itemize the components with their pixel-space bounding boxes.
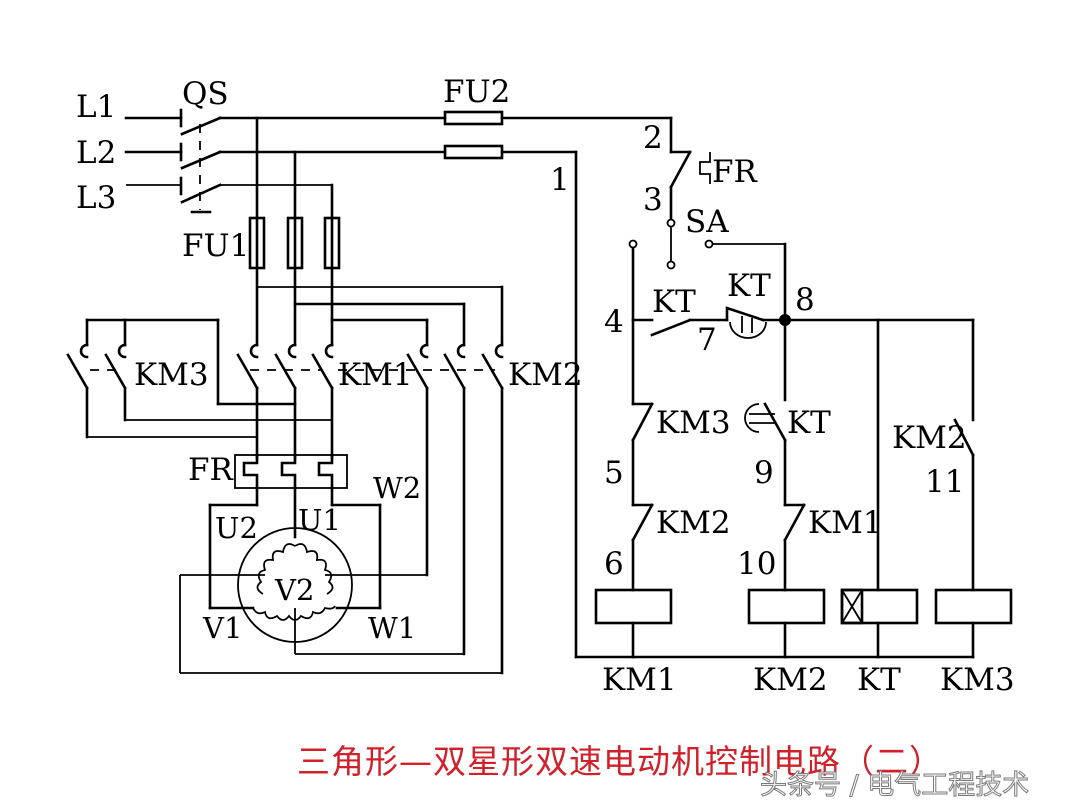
fr-thermal-relay: FR <box>188 452 348 490</box>
label-kt-delay-nc: KT <box>787 405 831 441</box>
fu1-fuses: FU1 <box>182 116 341 347</box>
label-v2: V2 <box>274 573 314 607</box>
node-9: 9 <box>754 455 774 491</box>
label-fu2: FU2 <box>443 74 510 110</box>
label-km3-power: KM3 <box>134 357 209 393</box>
km2-feed-wires <box>257 285 504 347</box>
label-km1-power: KM1 <box>338 357 413 393</box>
label-l1: L1 <box>76 89 116 125</box>
return-line-node-1: 1 <box>550 150 975 659</box>
label-sa: SA <box>685 204 729 240</box>
coil-label-km3: KM3 <box>940 662 1015 698</box>
node-7: 7 <box>697 322 717 358</box>
label-kt-contact: KT <box>652 284 696 320</box>
node-11: 11 <box>925 464 964 500</box>
coil-km1 <box>594 588 673 625</box>
coil-label-kt: KT <box>857 662 901 698</box>
branch-kt <box>840 318 919 659</box>
fr-nc-contact: 2 3 FR <box>643 116 759 224</box>
fu2-fuses: FU2 <box>443 74 673 160</box>
coil-label-km1: KM1 <box>602 662 677 698</box>
coil-labels: KM1 KM2 KT KM3 <box>602 662 1015 698</box>
fuse-fu1-l1 <box>248 216 266 270</box>
fuse-fu1-l3 <box>323 216 341 270</box>
km3-main-contacts: KM3 <box>66 318 332 439</box>
watermark: 头条号 / 电气工程技术 <box>759 770 1030 802</box>
label-u2: U2 <box>215 511 258 545</box>
branch-km2: KT 9 KM1 10 <box>737 318 883 659</box>
node-4: 4 <box>604 304 624 340</box>
label-w2: W2 <box>373 471 421 505</box>
label-kt-time-contact: KT <box>727 268 771 304</box>
km1-main-contacts: KM1 <box>236 343 413 460</box>
node-2: 2 <box>643 120 663 156</box>
label-km2-nc: KM2 <box>656 505 731 541</box>
label-km3-nc: KM3 <box>656 405 731 441</box>
diagram-title: 三角形—双星形双速电动机控制电路（二） <box>297 742 943 781</box>
coil-label-km2: KM2 <box>753 662 828 698</box>
node-8: 8 <box>795 282 815 318</box>
sa-selector-switch: SA <box>628 204 787 322</box>
coil-km3 <box>934 588 1013 625</box>
label-km2-power: KM2 <box>508 357 583 393</box>
label-fr-power: FR <box>188 452 235 488</box>
coil-km2 <box>747 588 826 625</box>
label-l3: L3 <box>76 180 116 216</box>
supply-lines: L1 L2 L3 <box>76 89 183 216</box>
label-km2-no: KM2 <box>892 420 967 456</box>
branch-km1: 4 KT 7 KT 8 KM3 5 KM2 6 <box>594 246 975 659</box>
label-fr-control: FR <box>712 154 759 190</box>
label-qs: QS <box>182 76 229 112</box>
km2-main-contacts: KM2 <box>338 343 583 675</box>
node-6: 6 <box>604 546 624 582</box>
qs-main-switch: QS <box>179 76 447 214</box>
motor: U2 U1 W2 V2 V1 W1 <box>179 471 502 674</box>
label-fu1: FU1 <box>182 228 249 264</box>
label-w1: W1 <box>368 611 416 645</box>
node-1: 1 <box>550 162 570 198</box>
node-5: 5 <box>604 455 624 491</box>
label-km1-nc: KM1 <box>808 505 883 541</box>
node-10: 10 <box>737 546 776 582</box>
label-v1: V1 <box>202 611 242 645</box>
node-3: 3 <box>643 182 663 218</box>
label-l2: L2 <box>76 135 116 171</box>
branch-km3: KM2 11 <box>892 318 1013 659</box>
coil-kt <box>840 588 919 625</box>
fuse-fu1-l2 <box>286 216 304 270</box>
label-u1: U1 <box>298 503 341 537</box>
